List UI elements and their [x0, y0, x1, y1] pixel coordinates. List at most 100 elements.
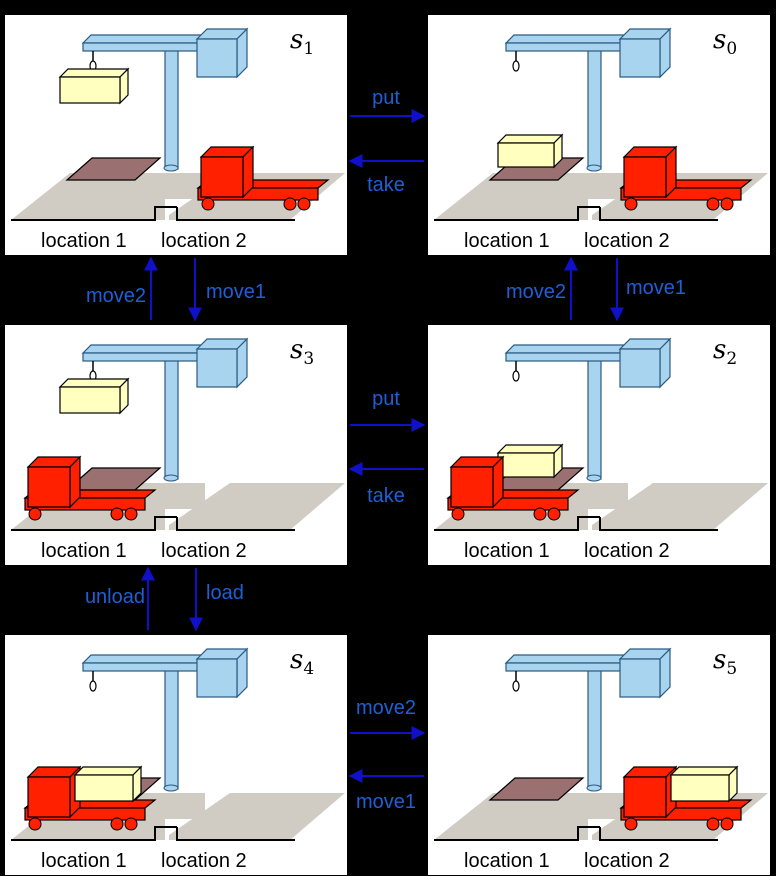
location-2-label: location 2	[584, 540, 670, 562]
state-subscript: 0	[726, 39, 737, 59]
transition-label-move1: move1	[356, 791, 416, 813]
container-held	[58, 377, 130, 415]
location-2-label: location 2	[161, 230, 247, 252]
robot-wheel-rear-1	[110, 817, 124, 831]
robot-wheel-front	[28, 507, 42, 521]
state-name: s4	[290, 645, 314, 679]
ground-edge-2	[176, 827, 295, 841]
crane-base	[586, 784, 602, 792]
state-subscript: 2	[726, 349, 737, 369]
state-letter: s	[290, 645, 303, 675]
robot-wheel-front	[624, 197, 638, 211]
container-on-robot	[669, 765, 739, 803]
state-letter: s	[290, 335, 303, 365]
crane-base	[163, 784, 179, 792]
robot-wheel-rear-2	[720, 817, 734, 831]
location-2-label: location 2	[584, 230, 670, 252]
crane-cabin-front	[619, 348, 661, 388]
robot-cab-front	[27, 466, 71, 508]
state-name: s2	[713, 335, 737, 369]
container-held-front	[59, 76, 121, 104]
robot-cab-front	[200, 156, 244, 198]
robot	[619, 145, 753, 211]
location-2-label: location 2	[161, 540, 247, 562]
container-held-top	[58, 68, 130, 78]
transition-label-move2: move2	[86, 285, 146, 307]
state-letter: s	[290, 25, 303, 55]
crane-cabin-front	[619, 658, 661, 698]
transition-label-load: load	[206, 582, 244, 604]
state-subscript: 1	[303, 39, 314, 59]
state-subscript: 5	[726, 659, 737, 679]
ground-location-2	[592, 483, 768, 530]
crane-base	[586, 164, 602, 172]
transition-label-take: take	[367, 174, 405, 196]
pallet	[65, 157, 162, 181]
crane-boom-top	[504, 344, 629, 354]
robot	[446, 455, 580, 521]
crane-cabin	[618, 337, 672, 389]
container-on-pallet-front	[497, 452, 555, 478]
crane-boom	[82, 352, 206, 362]
robot-cab-front	[623, 156, 667, 198]
location-1-label: location 1	[41, 230, 127, 252]
robot	[619, 765, 753, 831]
robot-wheel-rear-2	[547, 507, 561, 521]
ground-connector	[606, 483, 628, 509]
crane-cabin-front	[196, 38, 238, 78]
crane-base	[163, 474, 179, 482]
robot-wheel-rear-2	[297, 197, 311, 211]
ground-edge-2	[599, 827, 718, 841]
crane-mast	[587, 664, 602, 790]
state-subscript: 4	[303, 659, 314, 679]
location-1-label: location 1	[464, 540, 550, 562]
crane-hook	[512, 370, 520, 382]
crane-mast	[164, 354, 179, 480]
ground-edge-1	[11, 516, 177, 531]
crane-boom	[82, 662, 206, 672]
robot	[23, 455, 157, 521]
location-1-label: location 1	[41, 850, 127, 872]
robot-wheel-front	[28, 817, 42, 831]
robot-cab	[622, 145, 678, 199]
crane-cabin	[618, 647, 672, 699]
robot-wheel-front	[201, 197, 215, 211]
state-panel-s4: location 1 location 2 s4	[5, 635, 347, 875]
transition-label-move1: move1	[626, 277, 686, 299]
crane-cabin-front	[619, 38, 661, 78]
transition-label-unload: unload	[85, 586, 145, 608]
state-name: s1	[290, 25, 314, 59]
container-held-front	[59, 386, 121, 414]
container-on-robot-front	[74, 774, 134, 802]
crane-mast	[164, 44, 179, 170]
robot-wheel-rear-1	[110, 507, 124, 521]
ground-edge-2	[599, 517, 718, 531]
crane-boom	[505, 662, 629, 672]
robot-wheel-front	[451, 507, 465, 521]
crane-base	[586, 474, 602, 482]
ground-location-2	[169, 793, 345, 840]
ground-edge-2	[599, 207, 718, 221]
container-on-pallet	[496, 133, 564, 169]
crane-boom-top	[504, 654, 629, 664]
ground-location-1	[11, 173, 183, 220]
container-on-pallet-front	[497, 142, 555, 168]
ground-edge-2	[176, 517, 295, 531]
crane-mast	[587, 44, 602, 170]
container-on-robot-front	[670, 774, 730, 802]
container-on-pallet-top	[496, 134, 564, 144]
crane-boom	[82, 42, 206, 52]
location-2-label: location 2	[584, 850, 670, 872]
location-2-label: location 2	[161, 850, 247, 872]
ground-edge-1	[11, 826, 177, 841]
ground-edge-1	[434, 206, 600, 221]
robot	[196, 145, 330, 211]
state-panel-s2: location 1 location 2 s2	[428, 325, 770, 565]
crane-boom-top	[81, 344, 206, 354]
state-letter: s	[713, 645, 726, 675]
container-held-top	[58, 378, 130, 388]
crane-boom-top	[81, 654, 206, 664]
